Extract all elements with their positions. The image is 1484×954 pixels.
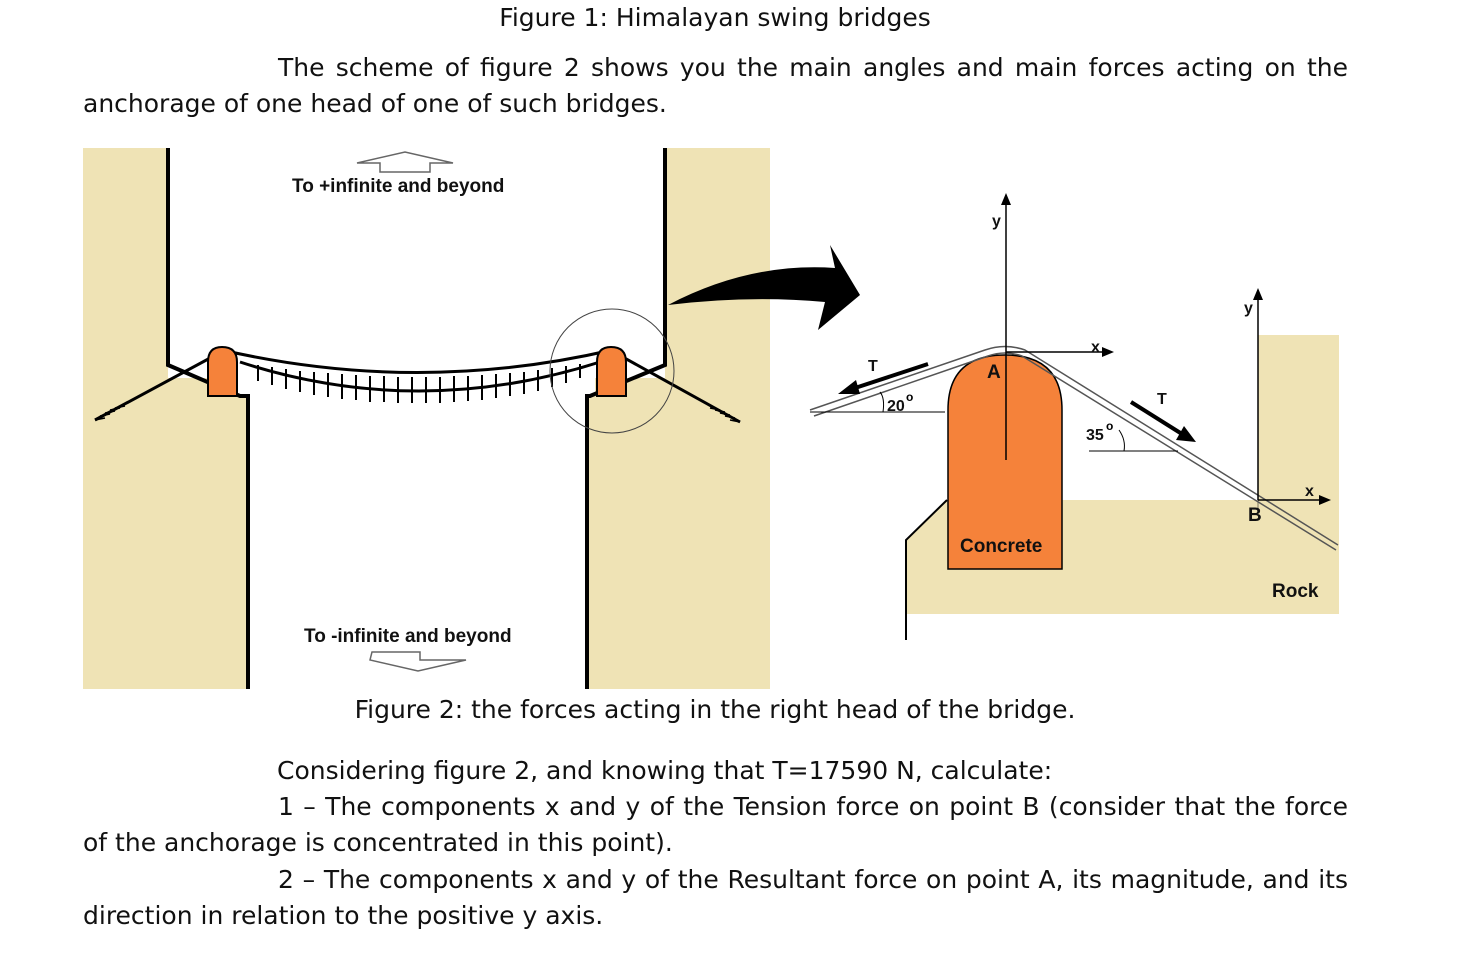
tension-label-left: T — [868, 358, 878, 375]
axis-y-a: y — [992, 213, 1001, 230]
point-a-label: A — [987, 362, 1001, 383]
up-label: To +infinite and beyond — [292, 176, 504, 197]
concrete-label: Concrete — [960, 536, 1042, 557]
left-diagram: To +infinite and beyond To -infinite and… — [83, 148, 770, 689]
right-cliff — [587, 148, 770, 689]
left-concrete-head — [207, 345, 238, 397]
question-intro: Considering figure 2, and knowing that T… — [277, 756, 1053, 785]
degree-mark-35: o — [1106, 419, 1113, 433]
concrete-block — [947, 354, 1063, 570]
axis-y-b: y — [1244, 300, 1253, 317]
tension-arrow-right-icon — [1176, 426, 1196, 442]
angle-35-label: 35 — [1086, 427, 1104, 444]
point-b-label: B — [1248, 505, 1262, 526]
question-1: 1 – The components x and y of the Tensio… — [83, 792, 1348, 857]
intro-paragraph: The scheme of figure 2 shows you the mai… — [83, 53, 1348, 118]
question-2: 2 – The components x and y of the Result… — [83, 865, 1348, 930]
left-cliff — [83, 148, 248, 689]
up-arrow-icon — [356, 151, 454, 173]
right-diagram: Concrete Rock y x A y x B T 20 o — [809, 193, 1339, 640]
right-concrete-head — [596, 345, 627, 397]
figure1-caption: Figure 1: Himalayan swing bridges — [499, 3, 931, 32]
detail-circle — [549, 308, 675, 434]
rock-label: Rock — [1272, 581, 1319, 602]
down-label: To -infinite and beyond — [304, 626, 512, 647]
angle-20-label: 20 — [887, 398, 905, 415]
bridge-planks — [257, 364, 581, 403]
degree-mark-20: o — [906, 390, 913, 404]
axis-x-b: x — [1305, 483, 1314, 500]
down-arrow-icon — [369, 651, 467, 672]
figure2-caption: Figure 2: the forces acting in the right… — [354, 695, 1076, 724]
tension-arrow-left-icon — [838, 380, 860, 394]
detail-arrow-icon — [668, 245, 860, 330]
axis-x-a: x — [1091, 339, 1100, 356]
tension-label-right: T — [1157, 391, 1167, 408]
